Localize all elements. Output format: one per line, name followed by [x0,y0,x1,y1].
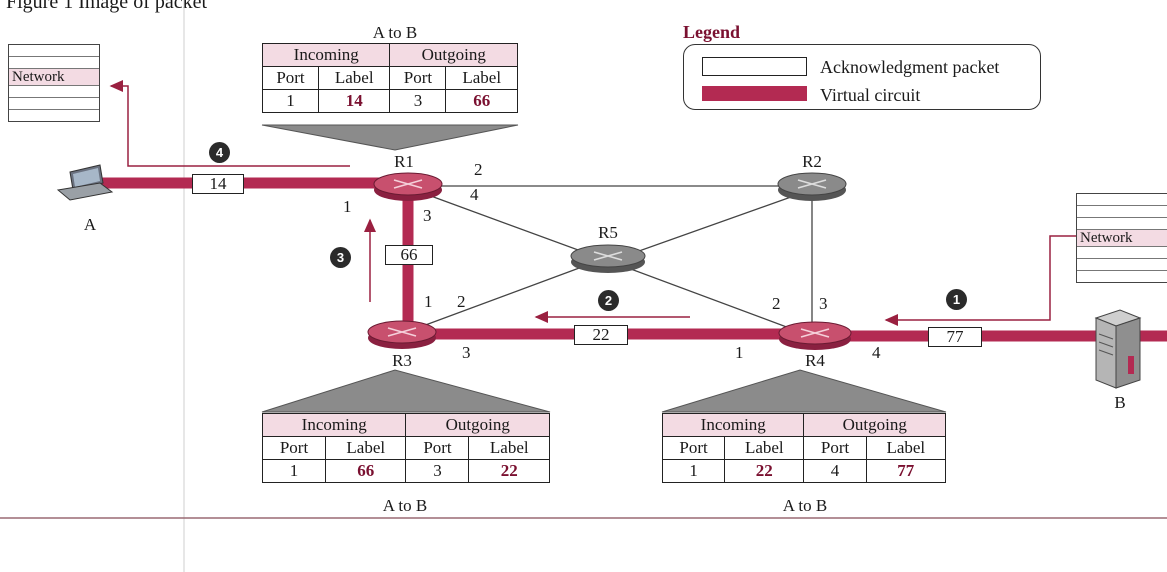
packet-label-77: 77 [928,327,982,347]
packet-label-14: 14 [192,174,244,194]
legend-vc-label: Virtual circuit [820,85,921,105]
ack-arrow-from-network-b [884,235,1076,326]
outgoing-header: Outgoing [405,413,550,437]
outgoing-header: Outgoing [803,413,946,437]
step-1-marker: 1 [946,289,967,310]
r1-out-port: 3 [389,89,447,113]
legend-ack-swatch [702,57,807,76]
outgoing-header: Outgoing [389,43,518,67]
r1-in-port: 1 [262,89,319,113]
legend-ack-label: Acknowledgment packet [820,57,1000,77]
network-label-b: Network [1077,230,1167,247]
port-r4-r5: 2 [772,294,781,313]
link-r5-r4 [611,261,801,333]
r4-out-port: 4 [803,459,867,483]
r4-callout [661,369,947,413]
incoming-header: Incoming [261,43,391,67]
r4-switching-table: Incoming Outgoing Port Label Port Label … [661,413,947,483]
port-r1-r2: 2 [474,160,483,179]
step-4-marker: 4 [209,142,230,163]
r4-table-caption: A to B [782,496,828,515]
router-label-r5: R5 [598,223,618,242]
step-3-marker: 3 [330,247,351,268]
port-r3-r5: 2 [457,292,466,311]
packet-label-66: 66 [385,245,433,265]
r3-in-label: 66 [324,459,407,483]
router-r2 [777,172,847,201]
router-label-r2: R2 [802,152,822,171]
network-stack-a: Network [8,44,100,122]
step-2-marker: 2 [598,290,619,311]
port-r3-r1: 1 [424,292,433,311]
label-header: Label [445,66,518,90]
port-header: Port [405,436,470,460]
port-r1-a: 1 [343,197,352,216]
network-stack-b: Network [1076,193,1167,283]
link-r5-r3 [411,263,591,331]
label-header: Label [865,436,947,460]
label-header: Label [468,436,550,460]
r1-switching-table: Incoming Outgoing Port Label Port Label … [261,43,518,113]
link-r1-r5 [419,191,601,259]
host-label-a: A [83,215,97,234]
r1-callout [261,124,519,151]
r3-out-label: 22 [468,459,550,483]
link-r2-r5 [624,191,806,257]
incoming-header: Incoming [261,413,407,437]
r1-table-caption: A to B [372,23,418,42]
router-label-r4: R4 [805,351,825,370]
port-header: Port [389,66,447,90]
r3-in-port: 1 [262,459,326,483]
r4-in-label: 22 [724,459,805,483]
label-header: Label [317,66,391,90]
router-label-r3: R3 [392,351,412,370]
laptop-a-icon [56,164,114,201]
router-r5 [570,244,646,273]
packet-label-22: 22 [574,325,628,345]
router-r3 [367,320,437,349]
r4-out-label: 77 [865,459,947,483]
r3-switching-table: Incoming Outgoing Port Label Port Label … [261,413,550,483]
port-r4-b: 4 [872,343,881,362]
router-r1 [373,172,443,201]
figure-caption: Figure 1 Image of packet [6,0,208,13]
port-r4-r3: 1 [735,343,744,362]
legend-vc-swatch [702,86,807,101]
port-header: Port [262,436,326,460]
port-r1-r5: 4 [470,185,479,204]
port-header: Port [661,436,726,460]
legend-box [683,44,1041,110]
network-label-a: Network [9,69,99,86]
ack-arrow-to-network-a [109,80,350,167]
incoming-header: Incoming [661,413,805,437]
label-header: Label [724,436,805,460]
port-r1-r3: 3 [423,206,432,225]
port-header: Port [803,436,867,460]
r3-callout [261,369,551,413]
router-r4 [778,321,852,350]
port-header: Port [262,66,319,90]
port-r4-r2: 3 [819,294,828,313]
host-label-b: B [1114,393,1126,412]
r1-in-label: 14 [317,89,391,113]
label-header: Label [324,436,407,460]
r3-out-port: 3 [405,459,470,483]
r4-in-port: 1 [661,459,726,483]
server-b-icon [1094,309,1142,389]
port-r3-r4: 3 [462,343,471,362]
r3-table-caption: A to B [382,496,428,515]
r1-out-label: 66 [445,89,518,113]
legend-title: Legend [683,22,741,42]
router-label-r1: R1 [394,152,414,171]
